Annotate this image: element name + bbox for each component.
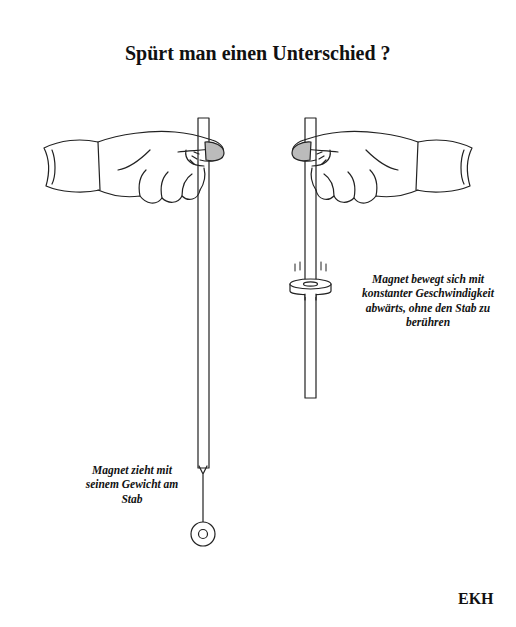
string xyxy=(199,466,207,522)
ring-magnet xyxy=(290,279,331,300)
right-hand xyxy=(292,131,472,203)
note: Magnet bewegt sich mit konstanter Geschw… xyxy=(350,272,506,330)
ring-magnet xyxy=(191,522,215,546)
motion-lines xyxy=(295,262,326,271)
rod xyxy=(198,118,209,468)
left-hand xyxy=(44,131,224,203)
note: Magnet zieht mit seinem Gewicht am Stab xyxy=(78,463,186,506)
signature: EKH xyxy=(458,590,494,608)
title: Spürt man einen Unterschied ? xyxy=(125,42,391,65)
